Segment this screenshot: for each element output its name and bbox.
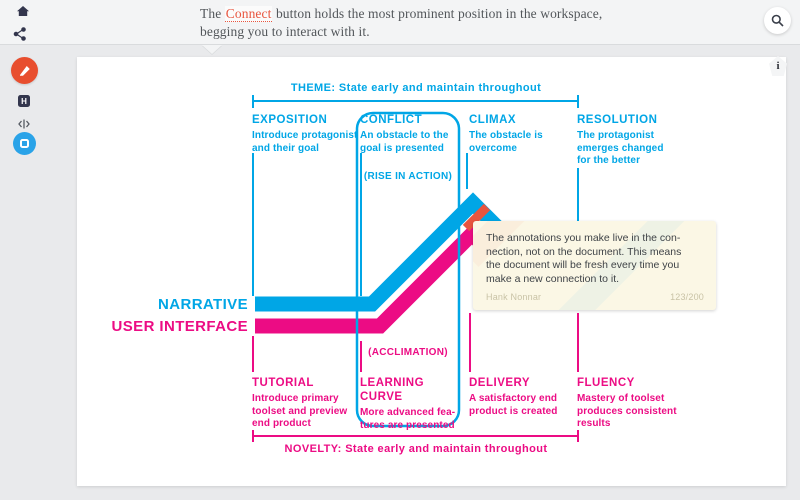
annotation-text: The Connect button holds the most promin… <box>200 6 603 39</box>
search-icon[interactable] <box>764 7 791 34</box>
annotation-pointer <box>202 45 222 54</box>
resize-arrows-icon[interactable] <box>17 117 31 129</box>
heading-icon[interactable]: H <box>18 95 30 107</box>
share-icon[interactable] <box>12 26 28 42</box>
tooltip-footer: Hank Nonnar 123/200 <box>486 292 704 302</box>
info-icon-glyph: i <box>776 60 780 72</box>
user-interface-axis-label: USER INTERFACE <box>111 318 248 335</box>
annotation-tooltip[interactable]: The annotations you make live in the con… <box>473 221 716 310</box>
narrative-axis-label: NARRATIVE <box>158 296 248 313</box>
novelty-caption: NOVELTY: State early and maintain throug… <box>284 443 548 455</box>
rise-in-action-label: (RISE IN ACTION) <box>363 171 453 182</box>
topbar: The Connect button holds the most promin… <box>0 0 800 45</box>
home-icon[interactable] <box>15 3 31 19</box>
acclimation-label: (ACCLIMATION) <box>368 347 448 358</box>
info-icon[interactable]: i <box>769 56 787 76</box>
theme-caption: THEME: State early and maintain througho… <box>290 82 542 94</box>
tooltip-author: Hank Nonnar <box>486 292 542 302</box>
tooltip-text: The annotations you make live in the con… <box>486 232 682 285</box>
tooltip-counter: 123/200 <box>670 292 704 302</box>
frame-glyph <box>20 139 29 148</box>
info-icon-shape <box>769 56 787 76</box>
highlighter-tool-icon[interactable] <box>11 57 38 84</box>
stage-learning-curve: LEARNING CURVE More advanced fea-tures a… <box>360 377 456 431</box>
connect-link[interactable]: Connect <box>224 6 273 22</box>
frame-tool-icon[interactable] <box>13 132 36 155</box>
